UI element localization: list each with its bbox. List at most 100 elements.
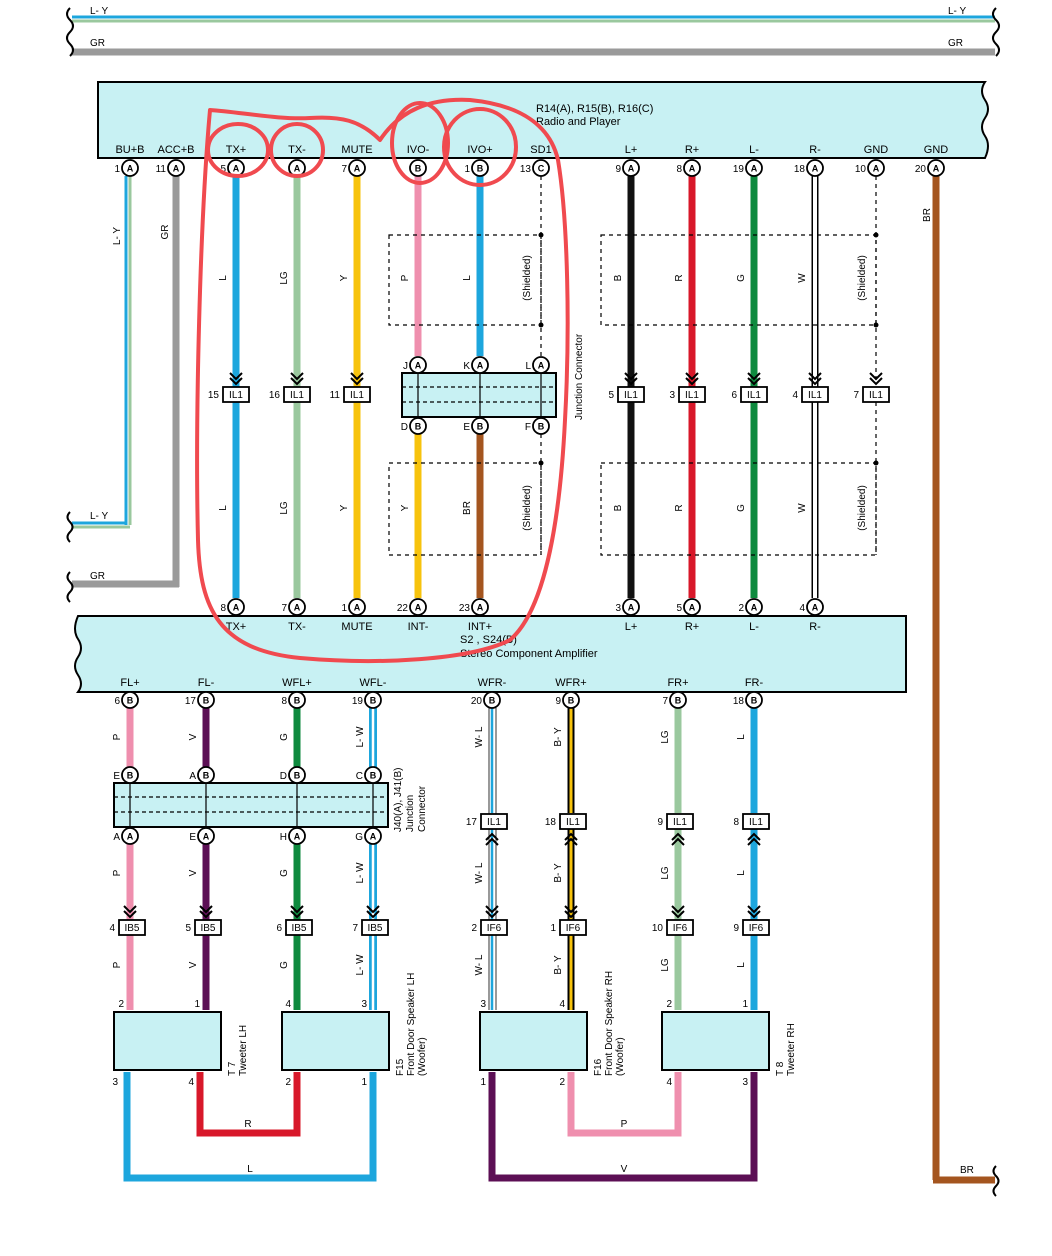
speaker-2-label-0: F16 xyxy=(593,1058,604,1076)
il1-lower-0-num: 17 xyxy=(466,817,478,828)
il1-upper-6 xyxy=(801,386,829,403)
ib5-1-label: IB5 xyxy=(200,923,215,934)
amp-top-pin-signal-8: R- xyxy=(809,621,821,633)
amp-top-pin-signal-2: MUTE xyxy=(341,621,372,633)
junction-bottom-bottom-letter-0: A xyxy=(113,832,120,843)
amp-bottom-pin-6 xyxy=(669,691,687,709)
radio-pin-signal-8: L+ xyxy=(625,144,638,156)
if6-2 xyxy=(666,919,694,936)
amp-bottom-pin-7 xyxy=(745,691,763,709)
amp-top-pin-0-letter: A xyxy=(233,603,240,613)
upper-wire-label-5: B xyxy=(613,274,624,281)
il1-upper-1 xyxy=(283,386,311,403)
il1-upper-chevron-1 xyxy=(290,372,304,386)
if6-1 xyxy=(559,919,587,936)
speaker-3-top-pin-0: 2 xyxy=(666,999,672,1010)
annotation-circle-tx-plus xyxy=(206,122,270,178)
radio-pin-8 xyxy=(622,159,640,177)
shield-label-int: (Shielded) xyxy=(522,485,533,531)
amp-bottom-pin-3 xyxy=(364,691,382,709)
if6-0 xyxy=(480,919,508,936)
junction-bottom-bottom-pin-3-letter: A xyxy=(370,832,377,842)
amp-top-pin-num-0: 8 xyxy=(220,603,226,614)
amp-bottom-pin-num-2: 8 xyxy=(281,696,287,707)
speaker-1-bottom-pin-0: 2 xyxy=(285,1077,291,1088)
shield-box-int xyxy=(388,462,542,556)
ib5-2 xyxy=(285,919,313,936)
il1-upper-0-num: 15 xyxy=(208,390,220,401)
gr-return-label: GR xyxy=(90,571,105,582)
radio-pin-1-letter: A xyxy=(173,164,180,174)
junction-bottom-bottom-letter-2: H xyxy=(280,832,287,843)
right-wire-label-mid-2: LG xyxy=(660,866,671,880)
ib5-chevron-1 xyxy=(199,905,213,919)
upper-wire-label-7: G xyxy=(736,274,747,282)
radio-pin-num-9: 8 xyxy=(676,164,682,175)
upper-wire-label-1: LG xyxy=(279,271,290,285)
junction-bottom-bottom-pin-2-letter: A xyxy=(294,832,301,842)
il1-lower-chevron-2 xyxy=(671,832,685,846)
amp-bottom-pin-num-7: 18 xyxy=(733,696,745,707)
if6-chevron-1 xyxy=(564,905,578,919)
ib5-1 xyxy=(194,919,222,936)
radio-pin-num-13: 20 xyxy=(915,164,927,175)
wires xyxy=(72,176,995,1184)
amp-bottom-pin-num-0: 6 xyxy=(114,696,120,707)
amp-top-pin-0 xyxy=(227,598,245,616)
amp-bottom-pin-4-letter: B xyxy=(489,696,496,706)
amp-bottom-pin-signal-4: WFR- xyxy=(478,677,507,689)
speaker-0-top-pin-1: 1 xyxy=(194,999,200,1010)
amp-top-pin-num-4: 23 xyxy=(459,603,471,614)
left-wire-label-mid-3: L- W xyxy=(355,862,366,884)
radio-pin-11-letter: A xyxy=(812,164,819,174)
junction-top-label: Junction Connector xyxy=(574,333,585,420)
left-wire-label-low-3: L- W xyxy=(355,954,366,976)
amp-top-pin-2-letter: A xyxy=(354,603,361,613)
amp-top-pin-num-8: 4 xyxy=(799,603,805,614)
radio-title-2: Radio and Player xyxy=(536,116,621,128)
amp-bottom-pin-signal-3: WFL- xyxy=(360,677,387,689)
il1-lower-chevron-1 xyxy=(564,832,578,846)
lower-wire-label-2: Y xyxy=(339,504,350,511)
junction-top-pin-2 xyxy=(532,356,550,374)
il1-upper-4 xyxy=(678,386,706,403)
shield-label-speaker: (Shielded) xyxy=(857,255,868,301)
radio-pin-signal-5: IVO- xyxy=(407,144,430,156)
lower-wire-label-8: W xyxy=(797,503,808,513)
il1-lower-3-num: 8 xyxy=(733,817,739,828)
if6-3 xyxy=(742,919,770,936)
amp-top-pin-signal-7: L- xyxy=(749,621,759,633)
shield-box-speaker-lower xyxy=(600,462,877,556)
radio-pin-num-8: 9 xyxy=(615,164,621,175)
speaker-1-label-2: (Woofer) xyxy=(417,1037,428,1076)
radio-pin-5 xyxy=(409,159,427,177)
speaker-2-top-pin-1: 4 xyxy=(559,999,565,1010)
amp-bottom-pin-num-6: 7 xyxy=(662,696,668,707)
amp-bottom-pin-signal-1: FL- xyxy=(198,677,215,689)
radio-pin-num-11: 18 xyxy=(794,164,806,175)
if6-1-label: IF6 xyxy=(566,923,581,934)
amp-bottom-pin-7-letter: B xyxy=(751,696,758,706)
il1-upper-4-label: IL1 xyxy=(685,390,699,401)
amp-bottom-pin-2-letter: B xyxy=(294,696,301,706)
speaker-3-label-0: T 8 xyxy=(775,1061,786,1076)
il1-lower-0 xyxy=(480,813,508,830)
junction-bottom-pin-0-letter: B xyxy=(415,422,422,432)
junction-bottom-pin-letter-0: D xyxy=(401,422,408,433)
il1-upper-5-label: IL1 xyxy=(747,390,761,401)
junction-bottom-top-letter-2: D xyxy=(280,771,287,782)
shield-label-speaker-lower: (Shielded) xyxy=(857,485,868,531)
radio-pin-num-4: 7 xyxy=(341,164,347,175)
il1-lower-chevron-0 xyxy=(485,832,499,846)
shield-box-speaker xyxy=(600,234,877,326)
speaker-1-bottom-pin-1: 1 xyxy=(361,1077,367,1088)
right-wire-label-mid-0: W- L xyxy=(474,862,485,883)
radio-pin-signal-0: BU+B xyxy=(115,144,144,156)
il1-upper-chevron-6 xyxy=(808,372,822,386)
amp-top-pin-num-7: 2 xyxy=(738,603,744,614)
lower-wire-label-3: Y xyxy=(400,504,411,511)
il1-lower-3-label: IL1 xyxy=(749,817,763,828)
il1-upper-6-num: 4 xyxy=(792,390,798,401)
junction-bottom-top-pin-2-letter: B xyxy=(294,771,301,781)
ly-vertical-label: L- Y xyxy=(112,227,123,245)
